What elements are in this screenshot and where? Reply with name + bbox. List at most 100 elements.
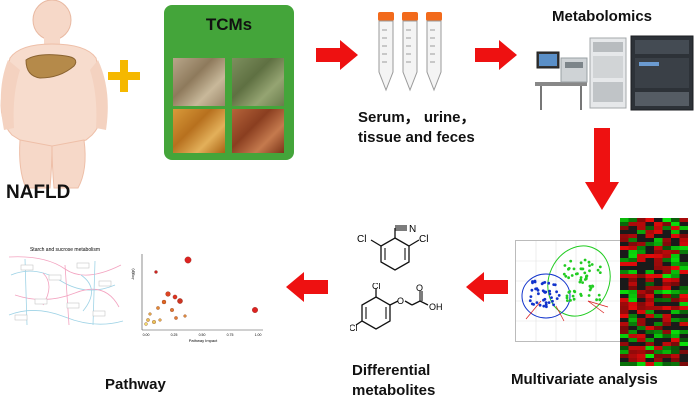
heatmap-cell [671, 254, 680, 258]
heatmap-cell [671, 314, 680, 318]
heatmap-cell [671, 302, 680, 306]
molecule-dichlorophenoxyacetic-acid: Cl O O OH Cl [350, 283, 450, 343]
heatmap-cell [662, 330, 671, 334]
heatmap-cell [662, 226, 671, 230]
heatmap-cell [671, 342, 680, 346]
heatmap-cell [637, 338, 646, 342]
bubble-plot-xtick: 1.00 [255, 333, 262, 337]
pca-point-blue [555, 297, 559, 300]
pca-point-blue [555, 290, 558, 294]
heatmap-cell [645, 222, 654, 226]
heatmap-cell [645, 346, 654, 350]
pca-point-blue [529, 295, 533, 298]
arrow-multivariate-to-differential-icon [466, 272, 508, 302]
heatmap-cell [645, 218, 654, 222]
heatmap-cell [662, 234, 671, 238]
heatmap-cell [654, 274, 663, 278]
heatmap-cell [637, 238, 646, 242]
heatmap-cell [671, 306, 680, 310]
heatmap-cell [671, 250, 680, 254]
pca-point-green [579, 276, 583, 279]
pca-point-blue [548, 292, 552, 296]
pca-point-blue [541, 289, 545, 293]
pca-point-green [566, 299, 569, 302]
plus-icon [108, 60, 140, 92]
heatmap-cell [654, 346, 663, 350]
heatmap-cell [662, 254, 671, 258]
heatmap-cell [662, 290, 671, 294]
heatmap-cell [628, 262, 637, 266]
heatmap-cell [679, 330, 688, 334]
pca-point-green [598, 271, 602, 274]
samples-label-line1: Serum， urine， [358, 109, 476, 126]
pca-point-green [584, 277, 588, 281]
pca-point-green [598, 298, 602, 302]
heatmap-cell [662, 298, 671, 302]
heatmap-cell [628, 306, 637, 310]
heatmap-cell [620, 266, 629, 270]
heatmap-cell [620, 230, 629, 234]
pca-point-blue [544, 303, 548, 306]
pca-point-green [562, 272, 566, 276]
heatmap-cell [654, 362, 663, 366]
pathway-bubble [152, 320, 156, 324]
differential-label-line1: Differential [352, 362, 431, 379]
heatmap-cell [628, 330, 637, 334]
pca-point-green [579, 278, 583, 282]
heatmap-cell [620, 290, 629, 294]
heatmap-cell [679, 322, 688, 326]
heatmap-cell [671, 326, 680, 330]
heatmap-cell [679, 314, 688, 318]
heatmap-cell [645, 314, 654, 318]
samples-label-line2: tissue and feces [358, 129, 475, 146]
pca-point-blue [552, 283, 556, 286]
bubble-plot-xtick: 0.50 [199, 333, 206, 337]
pca-point-blue [530, 288, 534, 292]
heatmap-cell [679, 346, 688, 350]
heatmap-cell [637, 230, 646, 234]
pathway-bubble [161, 299, 167, 305]
heatmap-cell [654, 222, 663, 226]
heatmap-cell [679, 234, 688, 238]
heatmap-cell [654, 290, 663, 294]
heatmap-cell [620, 286, 629, 290]
pca-point-blue [542, 304, 546, 308]
pca-point-blue [550, 296, 553, 299]
heatmap-cell [620, 314, 629, 318]
heatmap-cell [645, 242, 654, 246]
heatmap-cell [637, 318, 646, 322]
heatmap-cell [679, 342, 688, 346]
heatmap-cell [628, 218, 637, 222]
heatmap-cell [628, 238, 637, 242]
heatmap-cell [654, 246, 663, 250]
heatmap-cell [637, 330, 646, 334]
heatmap-cell [620, 346, 629, 350]
pca-point-green [567, 276, 570, 280]
pca-point-green [595, 298, 598, 302]
heatmap-cell [628, 342, 637, 346]
heatmap-cell [654, 354, 663, 358]
pca-point-blue [535, 301, 539, 304]
heatmap-cell [654, 266, 663, 270]
heatmap-cell [662, 362, 671, 366]
bubble-plot-xtick: 0.25 [171, 333, 178, 337]
pca-point-green [589, 286, 593, 290]
pca-point-blue [557, 294, 561, 297]
pca-point-blue [541, 281, 545, 285]
heatmap-cell [662, 258, 671, 262]
heatmap-cell [645, 286, 654, 290]
heatmap-cell [637, 326, 646, 330]
heatmap-cell [645, 258, 654, 262]
heatmap-cell [679, 310, 688, 314]
heatmap-cell [679, 298, 688, 302]
pathway-label: Pathway [105, 376, 166, 393]
pca-point-green [588, 264, 591, 267]
heatmap-cell [628, 358, 637, 362]
heatmap-cell [645, 350, 654, 354]
pca-point-blue [545, 305, 548, 309]
pca-point-green [565, 296, 569, 300]
heatmap-cell [671, 334, 680, 338]
arrow-tcms-to-samples-icon [316, 40, 358, 70]
pathway-bubble [165, 291, 171, 297]
heatmap-cell [628, 286, 637, 290]
